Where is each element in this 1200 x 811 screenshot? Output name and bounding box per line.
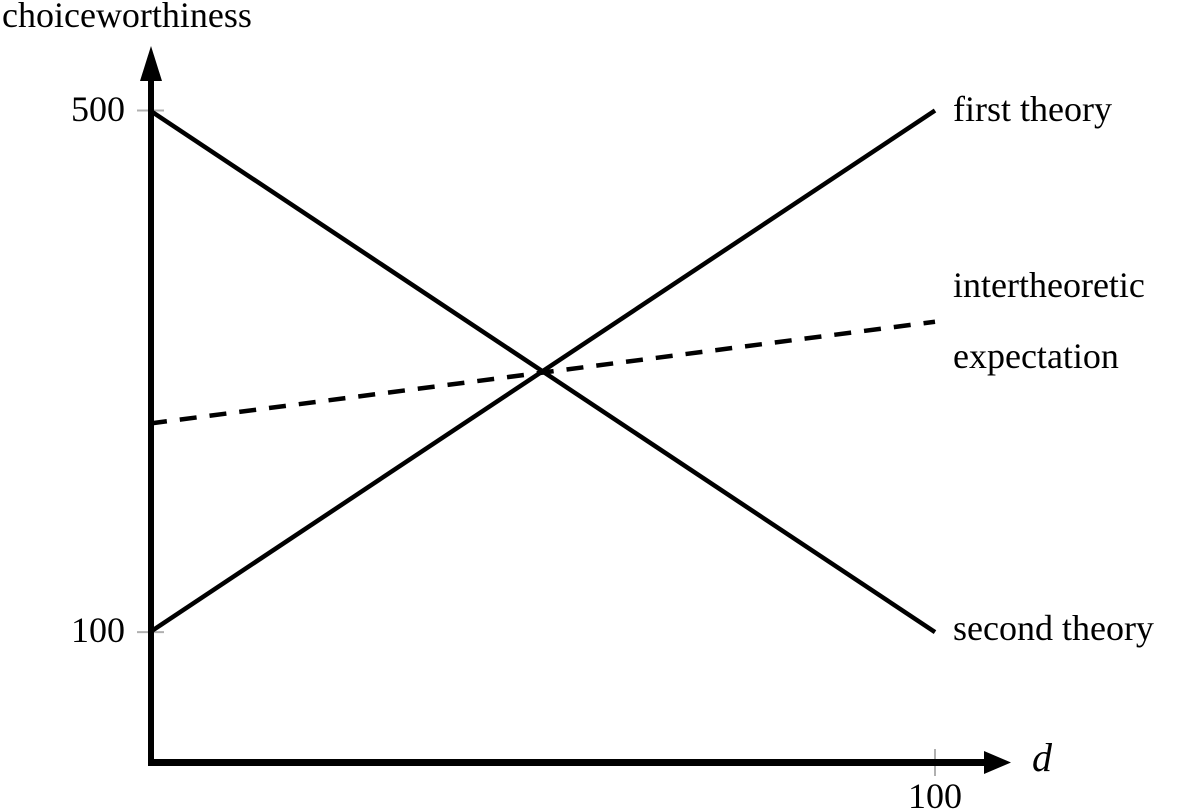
y-axis-arrowhead [140, 46, 162, 81]
series-label-second-theory: second theory [953, 608, 1154, 648]
x-axis-arrowhead [984, 751, 1011, 774]
series-line-intertheoretic-expectation [149, 319, 936, 426]
series-label-intertheoretic-expectation-line1: intertheoretic [953, 265, 1145, 305]
series-label-intertheoretic-expectation-line2: expectation [953, 336, 1119, 376]
x-axis-tick-label-100: 100 [908, 776, 962, 811]
y-axis-tick-label-100: 100 [71, 610, 125, 650]
series-label-first-theory: first theory [953, 89, 1112, 129]
y-axis-tick-label-500: 500 [71, 89, 125, 129]
x-axis-label: d [1032, 735, 1052, 780]
y-axis-title: choiceworthiness [2, 0, 252, 35]
